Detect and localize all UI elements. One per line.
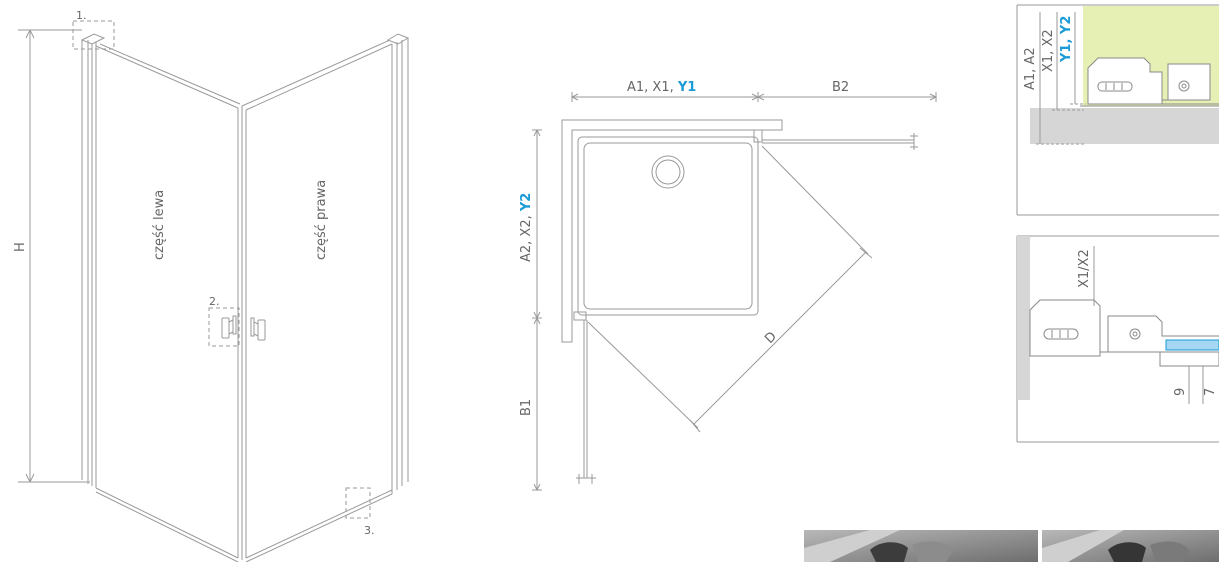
left-dim-blue-text: Y2: [519, 193, 534, 212]
detail-top-dimension-ticks: [1036, 12, 1086, 145]
drain-inner: [655, 159, 681, 185]
left-wall-profile: [80, 33, 106, 488]
detail-label-9: 9: [1173, 388, 1188, 396]
hinge-left: [573, 311, 587, 321]
top-dim-blue-text: Y1: [677, 80, 696, 95]
detail-top-profile: [1080, 57, 1219, 107]
callout-3-label: 3.: [364, 524, 375, 537]
perspective-view: [18, 20, 410, 563]
callout-box-2: [208, 307, 240, 347]
photo-thumbnail-2: [1042, 530, 1219, 562]
door-handle-left-plan: [576, 474, 596, 484]
door-handle-left: [221, 315, 237, 339]
detail-label-7: 7: [1203, 388, 1218, 396]
door-handle-right: [250, 317, 266, 341]
detail-bottom-dimension-ticks: [1093, 246, 1204, 404]
diagonal-dimension: [587, 145, 873, 433]
callout-1-label: 1.: [76, 9, 87, 22]
hinge-top: [753, 129, 763, 143]
detail-top-frame: [1016, 4, 1219, 216]
detail-label-x1x2: X1/X2: [1077, 249, 1092, 288]
left-dimension-line: [532, 128, 542, 492]
glass-seal-blue: [1165, 339, 1219, 351]
shower-tray: [577, 136, 759, 316]
detail-label-x: X1, X2: [1041, 29, 1056, 72]
right-glass-panel: [241, 39, 393, 563]
detail-label-y: Y1, Y2: [1059, 16, 1074, 63]
door-handle-top-plan: [910, 133, 918, 150]
left-dim-text: A2, X2,: [519, 211, 534, 262]
right-panel-label: część prawa: [314, 180, 329, 260]
shower-tray-inner: [583, 142, 753, 310]
left-dimension-label: A2, X2, Y2: [519, 193, 534, 262]
left-glass-panel: [95, 43, 243, 563]
detail-label-a: A1, A2: [1023, 47, 1038, 90]
wall-profile-l: [561, 119, 783, 343]
left-panel-label: część lewa: [152, 190, 167, 260]
photo-thumbnail-1: [804, 530, 1038, 562]
plan-view: [532, 92, 938, 492]
top-dimension-label: A1, X1, Y1: [627, 80, 696, 95]
callout-2-label: 2.: [209, 295, 220, 308]
height-label: H: [13, 242, 28, 252]
wall-strip: [1017, 236, 1030, 400]
diagonal-label: D: [762, 329, 780, 347]
height-dimension-line: [18, 29, 90, 483]
top-dimension-line: [570, 92, 938, 102]
right-wall-profile: [386, 33, 410, 494]
top-dim-text: A1, X1,: [627, 80, 678, 95]
bottom-dimension-label: B1: [519, 399, 534, 416]
right-dimension-label: B2: [832, 80, 849, 95]
detail-bottom-profile: [1029, 299, 1219, 367]
drain-outer: [651, 155, 685, 189]
callout-box-3: [345, 487, 371, 519]
floor-area: [1030, 108, 1219, 144]
